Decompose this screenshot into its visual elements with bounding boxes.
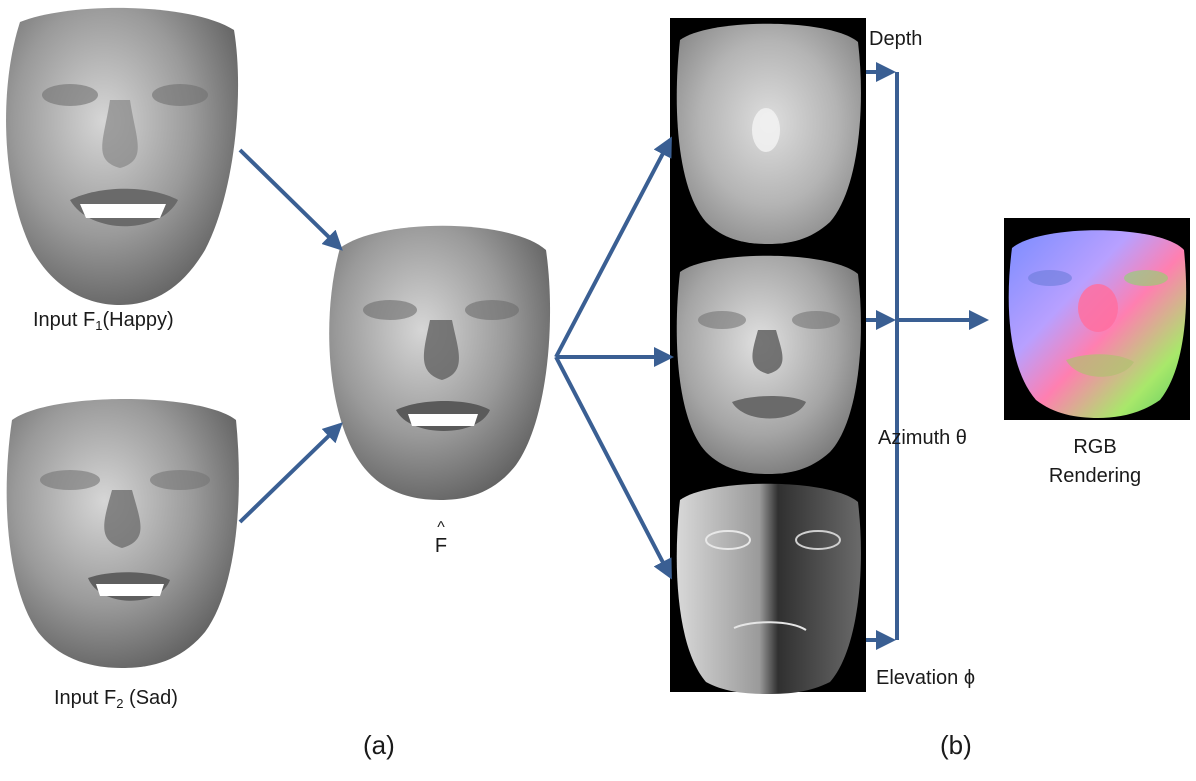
face-azimuth-channel — [676, 255, 861, 474]
arrows-panel-b — [554, 62, 989, 650]
arrows-panel-a — [238, 148, 343, 524]
arrow-sad-to-fused — [238, 422, 343, 524]
label-rgb: RGB — [1073, 436, 1117, 458]
caption-b: (b) — [940, 730, 972, 760]
face-fused — [329, 225, 551, 500]
label-elevation: Elevation ϕ — [876, 667, 976, 689]
face-rgb-rendering — [1008, 230, 1187, 418]
arrow-to-elevation — [554, 356, 672, 580]
label-input-sad: Input F2 (Sad) — [54, 687, 178, 711]
face-input-sad — [6, 399, 239, 668]
label-azimuth: Azimuth θ — [878, 427, 967, 449]
arrow-happy-to-fused — [238, 148, 343, 251]
label-depth: Depth — [869, 28, 923, 50]
label-input-happy: Input F1(Happy) — [33, 309, 174, 333]
face-elevation-channel — [676, 483, 861, 694]
face-input-happy — [6, 7, 239, 305]
face-depth-channel — [676, 23, 861, 244]
caption-a: (a) — [363, 730, 395, 760]
label-rendering: Rendering — [1048, 465, 1142, 487]
arrow-to-depth — [554, 136, 672, 358]
label-fused-hat: ^ — [437, 519, 445, 536]
label-fused: F — [434, 535, 448, 557]
